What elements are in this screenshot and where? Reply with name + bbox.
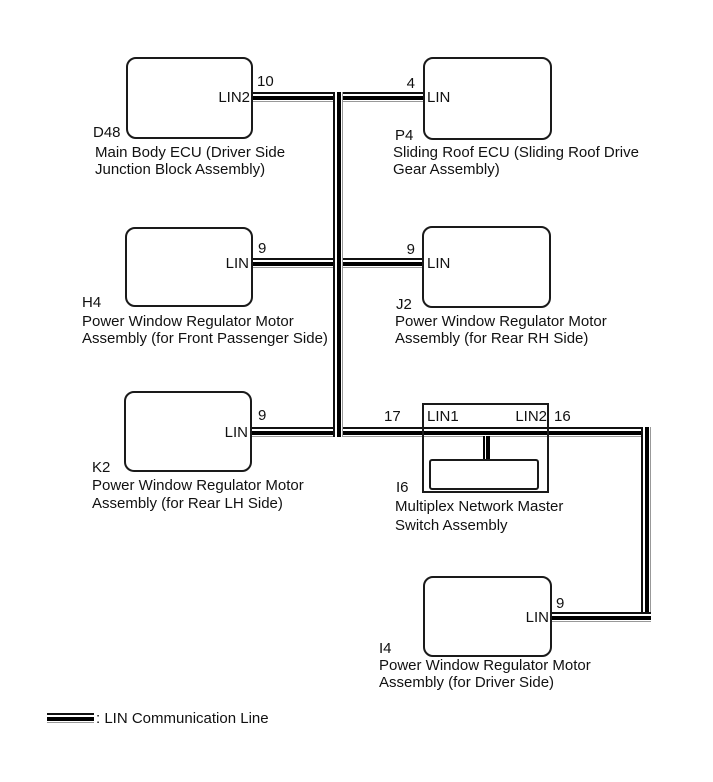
node-caption-j2-line1: Power Window Regulator Motor [395,313,607,330]
node-box-k2 [124,391,252,472]
node-box-i4 [423,576,552,657]
pin-number-i4: 9 [556,595,565,612]
port-label-i6-lin1: LIN1 [427,408,459,425]
node-code-i6: I6 [396,479,409,496]
pin-number-h4: 9 [258,240,267,257]
node-code-p4: P4 [395,127,414,144]
node-caption-i4-line2: Assembly (for Driver Side) [379,674,555,691]
port-label-j2-lin: LIN [427,255,451,272]
node-caption-h4-line2: Assembly (for Front Passenger Side) [82,330,328,347]
node-code-i4: I4 [379,640,392,657]
node-box-d48 [126,57,253,139]
node-caption-p4-line2: Gear Assembly) [393,161,500,178]
node-code-j2: J2 [396,296,412,313]
node-caption-j2-line2: Assembly (for Rear RH Side) [395,330,589,347]
pin-number-i6-16: 16 [554,408,571,425]
wire-i6-internal-drop [483,436,490,461]
pin-number-j2: 9 [406,241,415,258]
pin-number-k2: 9 [258,407,267,424]
node-caption-h4-line1: Power Window Regulator Motor [82,313,294,330]
node-box-i6 [422,403,549,493]
node-caption-i6-line1: Multiplex Network Master [395,498,564,515]
wire-k2-to-i6 [252,427,651,437]
node-code-d48: D48 [93,124,121,141]
wire-main-trunk-vertical [333,92,343,437]
legend-label: : LIN Communication Line [96,710,269,727]
port-label-d48-lin2: LIN2 [218,89,250,106]
node-caption-i6-line2: Switch Assembly [395,517,508,534]
node-caption-p4-line1: Sliding Roof ECU (Sliding Roof Drive [393,144,639,161]
node-caption-d48-line1: Main Body ECU (Driver Side [95,144,286,161]
port-label-i4-lin: LIN [525,609,549,626]
node-box-h4 [125,227,253,307]
i6-connector-block [429,459,539,490]
node-code-h4: H4 [82,294,102,311]
pin-number-p4: 4 [406,75,415,92]
wire-i4-to-right-vertical [552,612,651,622]
node-code-k2: K2 [92,459,111,476]
port-label-k2-lin: LIN [224,424,248,441]
pin-number-d48: 10 [257,73,274,90]
wire-right-vertical [641,427,651,622]
port-label-i6-lin2: LIN2 [515,408,547,425]
port-label-h4-lin: LIN [225,255,249,272]
node-caption-k2-line1: Power Window Regulator Motor [92,477,304,494]
node-box-j2 [422,226,551,308]
port-label-p4-lin: LIN [427,89,451,106]
node-box-p4 [423,57,552,140]
node-caption-i4-line1: Power Window Regulator Motor [379,657,591,674]
legend-lin-line-symbol [47,713,94,723]
node-caption-d48-line2: Junction Block Assembly) [95,161,266,178]
pin-number-i6-17: 17 [384,408,401,425]
node-caption-k2-line2: Assembly (for Rear LH Side) [92,495,283,512]
